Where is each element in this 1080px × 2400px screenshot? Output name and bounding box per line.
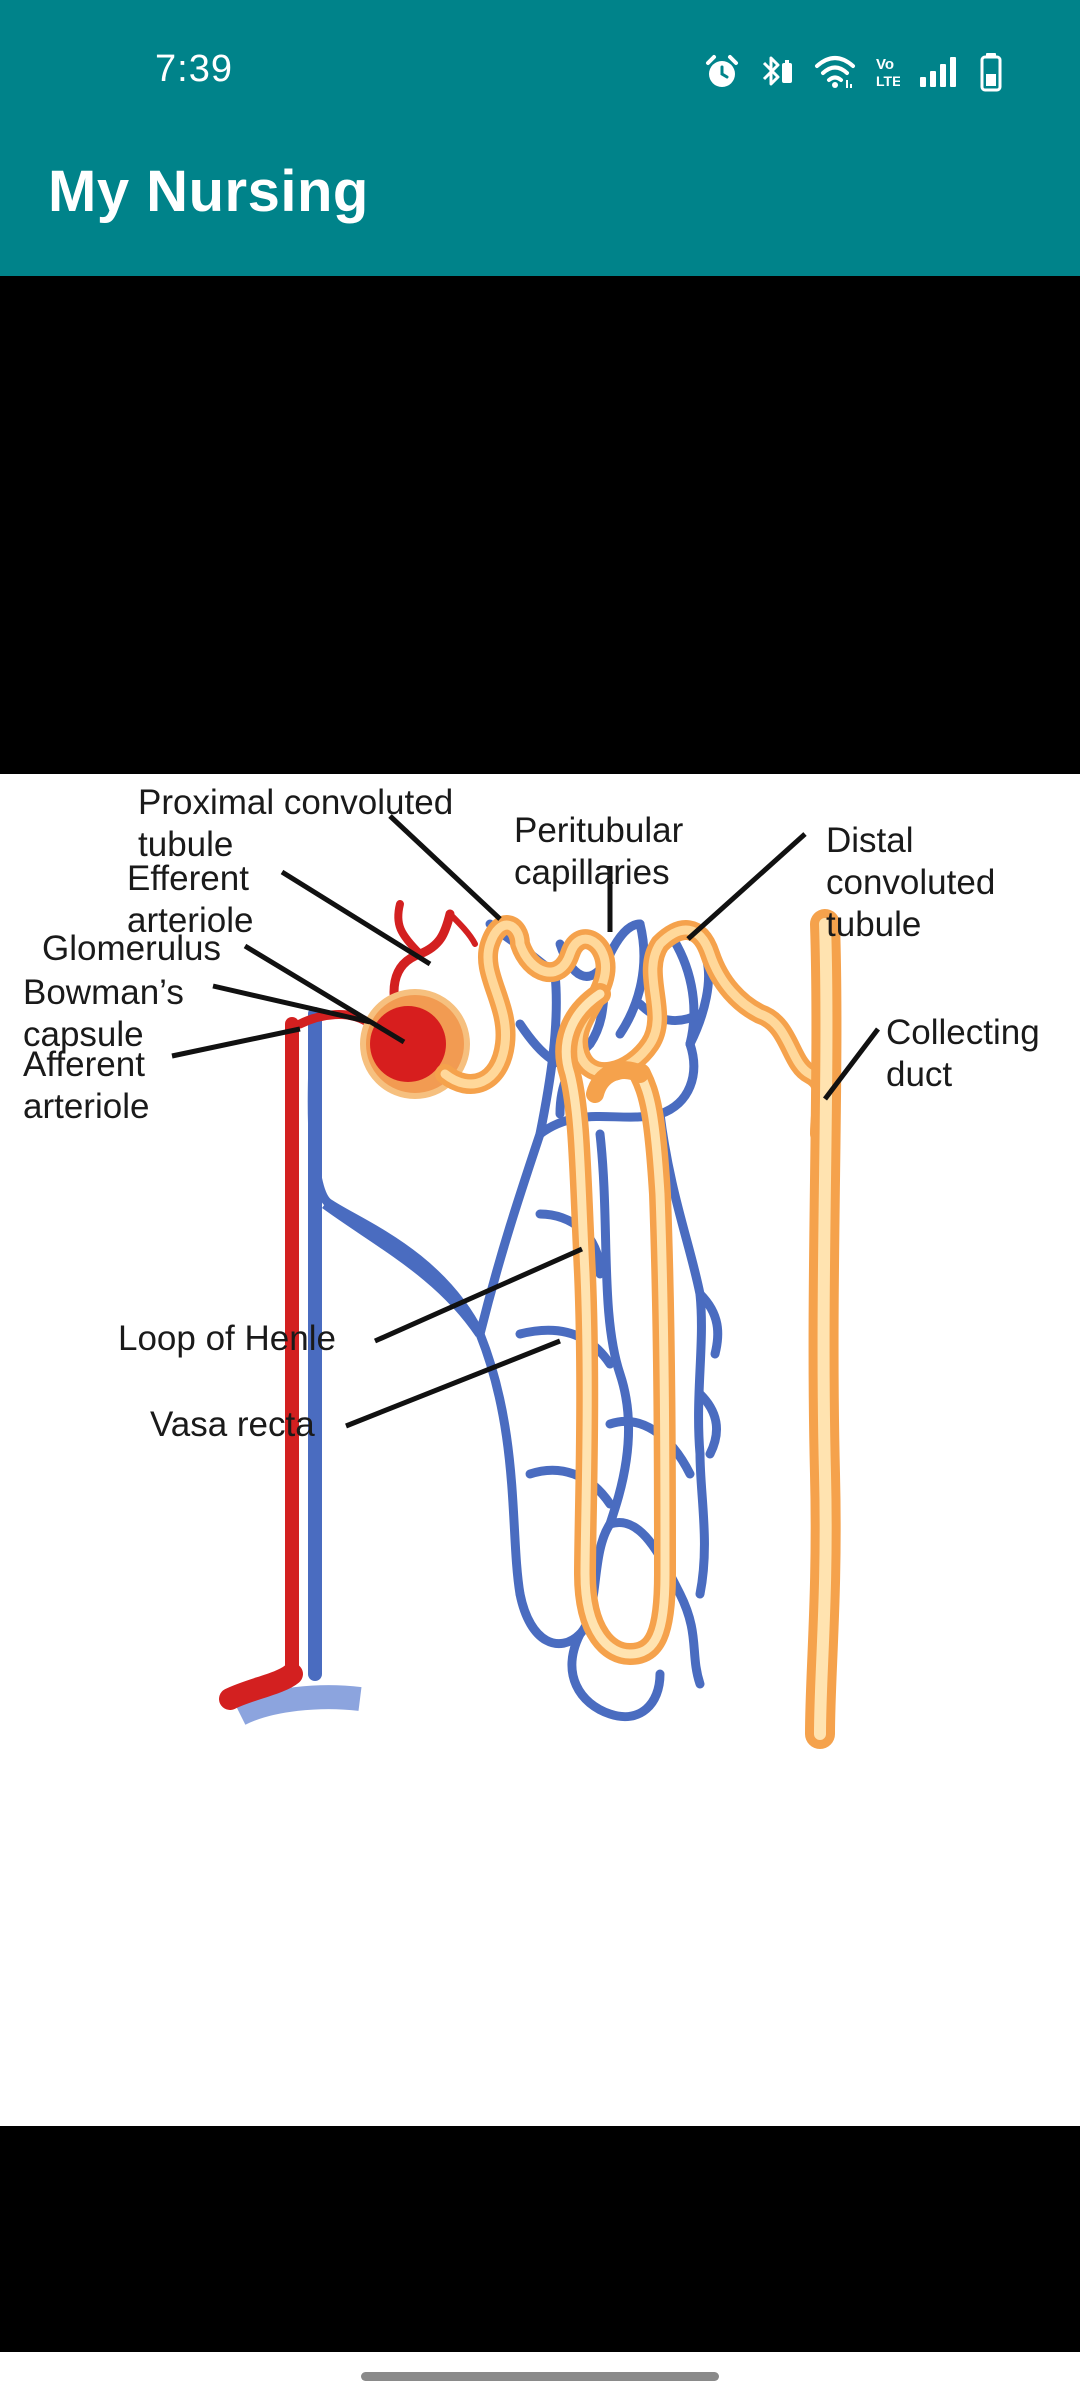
label-glomerulus: Glomerulus: [42, 929, 221, 968]
label-efferent-arteriole: Efferent arteriole: [127, 859, 254, 940]
leader-lines: [171, 814, 880, 1429]
signal-icon: [918, 55, 962, 89]
svg-text:LTE: LTE: [876, 73, 900, 89]
svg-text:Vo: Vo: [876, 56, 894, 73]
bluetooth-battery-icon: [758, 53, 796, 91]
app-title: My Nursing: [48, 159, 369, 224]
label-collecting-duct: Collecting duct: [886, 1013, 1040, 1094]
glomerulus: [370, 1006, 446, 1082]
label-proximal-convoluted-tubule: Proximal convoluted tubule: [138, 783, 454, 864]
label-peritubular-capillaries: Peritubular capillaries: [514, 811, 684, 892]
volte-icon: Vo LTE: [874, 53, 900, 91]
battery-icon: [980, 52, 1002, 92]
status-time: 7:39: [155, 48, 233, 90]
label-distal-convoluted-tubule: Distal convoluted tubule: [826, 821, 996, 944]
navigation-bar: [0, 2352, 1080, 2400]
tubule-system: [435, 909, 842, 1749]
label-loop-of-henle: Loop of Henle: [118, 1319, 336, 1358]
status-bar: 7:39: [0, 0, 1080, 144]
app-bar: My Nursing: [0, 144, 1080, 276]
wifi-icon: [814, 54, 856, 90]
label-vasa-recta: Vasa recta: [150, 1405, 315, 1444]
label-afferent-arteriole: Afferent arteriole: [23, 1045, 150, 1126]
image-viewer[interactable]: Proximal convoluted tubule Peritubular c…: [0, 276, 1080, 2354]
gesture-handle[interactable]: [361, 2372, 719, 2381]
alarm-icon: [704, 54, 740, 90]
nephron-diagram-image[interactable]: Proximal convoluted tubule Peritubular c…: [0, 774, 1080, 2126]
status-icons: Vo LTE: [704, 50, 1002, 94]
label-bowmans-capsule: Bowman’s capsule: [23, 973, 184, 1054]
